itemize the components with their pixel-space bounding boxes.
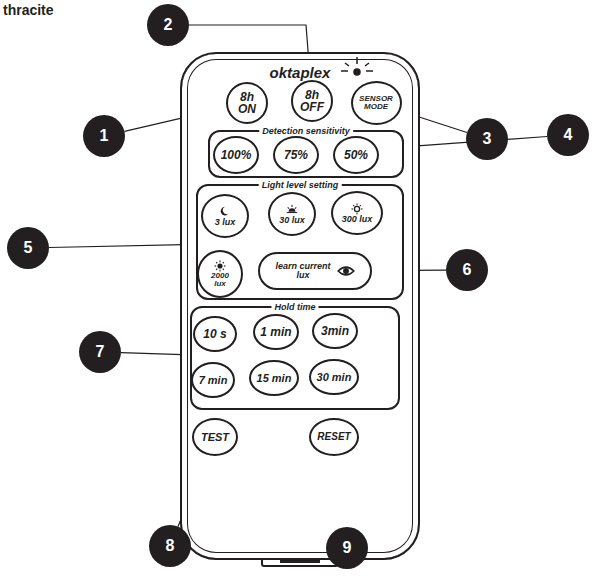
- callout-number: 1: [100, 127, 109, 145]
- callout-number: 8: [166, 537, 175, 555]
- callout-number: 8: [149, 525, 191, 567]
- button-label: 75%: [284, 149, 308, 161]
- led-symbol: [341, 57, 373, 75]
- remote-button: 50%: [333, 136, 379, 174]
- callout-number: 2: [164, 16, 173, 34]
- remote-body: oktaplex 8h ON 8h OFF SENSOR MODE Detection …: [180, 52, 420, 560]
- remote-button: 1 min: [253, 314, 299, 350]
- button-label: 8h OFF: [298, 89, 326, 113]
- light-icon: [219, 206, 231, 218]
- remote-button: 15 min: [249, 360, 299, 396]
- callout-number: 2: [147, 4, 189, 46]
- callout-number: 7: [96, 343, 105, 361]
- light-icon: [214, 260, 226, 272]
- light-icon: [286, 204, 298, 216]
- remote-button: 2000 lux: [197, 250, 243, 298]
- port-slot: [280, 560, 320, 563]
- remote-button: 8h OFF: [291, 80, 333, 122]
- group-heading: Hold time: [271, 301, 318, 313]
- callout-number: 5: [7, 227, 49, 269]
- button-label: 30 lux: [279, 216, 305, 225]
- group-heading: Detection sensitivity: [259, 125, 353, 137]
- leader-line: [49, 244, 196, 247]
- callout-number: 9: [326, 527, 368, 569]
- remote-button: 300 lux: [331, 191, 383, 235]
- callout-number: 6: [463, 261, 472, 279]
- light-icon: [351, 203, 363, 215]
- button-label: 7 min: [199, 375, 228, 386]
- button-group: Hold time10 s1 min3min7 min15 min30 min: [190, 306, 400, 410]
- remote-button: 7 min: [191, 362, 235, 398]
- callout-number: 4: [564, 126, 573, 144]
- remote-button: 30 lux: [268, 192, 316, 236]
- remote-button: 8h ON: [226, 82, 268, 124]
- group-heading: Light level setting: [259, 179, 342, 191]
- remote-button: 3 lux: [201, 194, 249, 238]
- callout-number: 7: [79, 331, 121, 373]
- button-label: 3min: [321, 325, 349, 337]
- remote-button: RESET: [309, 418, 359, 456]
- callout-number: 5: [24, 239, 33, 257]
- remote-button: SENSOR MODE: [351, 81, 402, 125]
- button-group: Detection sensitivity100%75%50%: [208, 130, 404, 178]
- eye-icon: [337, 263, 355, 279]
- button-label: 10 s: [203, 328, 226, 340]
- remote-button: 75%: [273, 136, 319, 174]
- callout-number: 1: [83, 115, 125, 157]
- callout-number: 9: [343, 539, 352, 557]
- button-label: 30 min: [317, 372, 352, 383]
- button-label: 50%: [344, 149, 368, 161]
- button-label: 3 lux: [215, 218, 236, 227]
- button-label: 8h ON: [235, 91, 259, 115]
- button-label: learn current lux: [275, 262, 331, 280]
- remote-button: TEST: [192, 418, 238, 456]
- callout-number: 6: [446, 249, 488, 291]
- button-group: Light level setting3 lux30 lux300 lux200…: [196, 184, 404, 300]
- button-label: 100%: [221, 149, 252, 161]
- button-label: 1 min: [260, 326, 291, 338]
- learn-button: learn current lux: [258, 252, 372, 290]
- button-label: 300 lux: [342, 215, 373, 224]
- callout-number: 3: [483, 130, 492, 148]
- button-label: SENSOR MODE: [358, 95, 394, 111]
- variant-label: thracite: [3, 2, 54, 18]
- remote-button: 10 s: [193, 316, 237, 352]
- remote-button: 3min: [312, 313, 358, 349]
- button-label: TEST: [201, 432, 229, 443]
- brand-name: oktaplex: [182, 64, 418, 81]
- callout-number: 3: [466, 118, 508, 160]
- callout-number: 4: [547, 114, 589, 156]
- button-label: RESET: [317, 432, 350, 442]
- button-label: 15 min: [257, 373, 292, 384]
- remote-button: 100%: [213, 136, 259, 174]
- remote-button: 30 min: [309, 359, 359, 395]
- button-label: 2000 lux: [207, 272, 233, 288]
